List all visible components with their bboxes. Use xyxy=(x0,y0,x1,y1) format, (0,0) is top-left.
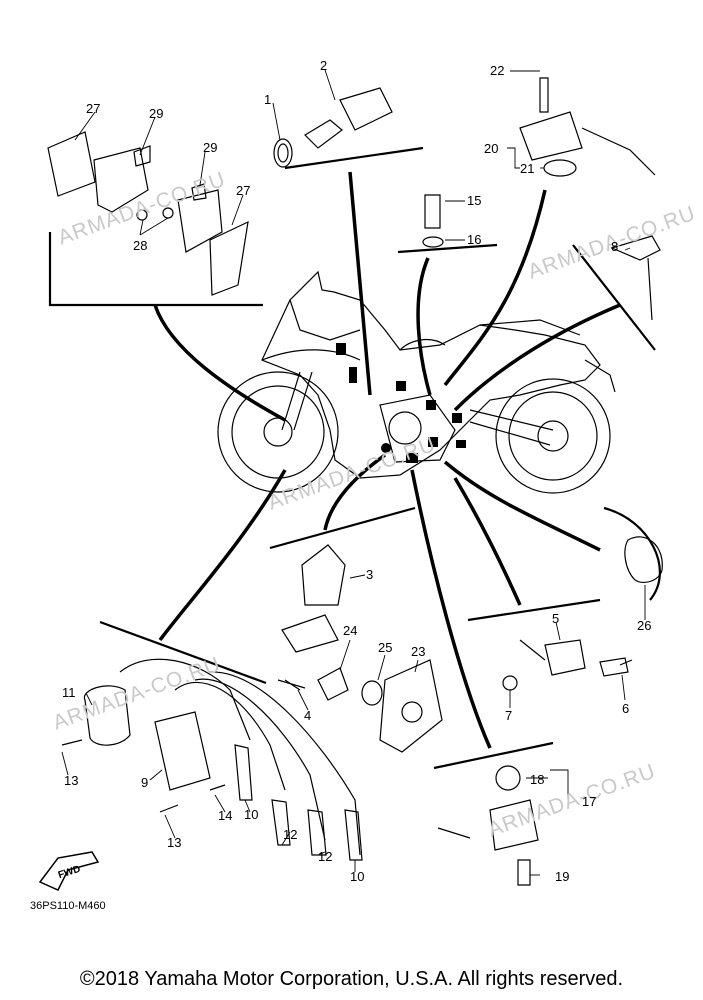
part-label-21: 21 xyxy=(520,161,535,176)
part-label-20: 20 xyxy=(484,141,499,156)
part-label-11: 11 xyxy=(62,685,76,700)
part-label-29b: 29 xyxy=(203,140,218,155)
diagram-code: 36PS110-M460 xyxy=(30,900,106,912)
part-label-12b: 12 xyxy=(318,849,333,864)
part-label-9: 9 xyxy=(141,775,149,790)
stator-parts xyxy=(277,659,443,753)
clip-part xyxy=(624,536,663,583)
part-label-22: 22 xyxy=(490,63,505,78)
part-label-17: 17 xyxy=(582,794,597,809)
rectifier-part xyxy=(281,544,346,653)
part-label-5: 5 xyxy=(552,611,560,626)
part-label-19: 19 xyxy=(555,869,570,884)
part-label-2: 2 xyxy=(320,58,328,73)
fuel-pump-part xyxy=(437,765,539,886)
part-label-28: 28 xyxy=(133,238,148,253)
part-label-8: 8 xyxy=(611,239,619,254)
part-label-24: 24 xyxy=(343,623,358,638)
part-label-23: 23 xyxy=(411,644,426,659)
part-label-10b: 10 xyxy=(350,869,365,884)
part-label-29a: 29 xyxy=(149,106,164,121)
motorcycle-outline xyxy=(217,270,616,494)
neutral-switch-part xyxy=(422,194,444,248)
connector-markers xyxy=(336,343,466,463)
callout-lines xyxy=(61,69,646,876)
part-label-1: 1 xyxy=(264,92,272,107)
part-label-25: 25 xyxy=(378,640,393,655)
part-label-13a: 13 xyxy=(64,773,79,788)
part-label-7: 7 xyxy=(505,708,513,723)
part-label-27a: 27 xyxy=(86,101,101,116)
screw-parts xyxy=(61,659,633,813)
part-label-27b: 27 xyxy=(236,183,251,198)
oxygen-sensor-part xyxy=(610,235,661,321)
temperature-sensor-part xyxy=(273,87,393,168)
part-label-14: 14 xyxy=(218,808,233,823)
fwd-arrow-icon xyxy=(38,851,100,891)
part-label-15: 15 xyxy=(467,193,482,208)
part-label-4: 4 xyxy=(304,708,312,723)
part-label-18: 18 xyxy=(530,772,545,787)
part-label-13b: 13 xyxy=(167,835,182,850)
part-label-10a: 10 xyxy=(244,807,259,822)
part-label-12a: 12 xyxy=(283,827,298,842)
leader-lines xyxy=(153,171,621,749)
part-label-16: 16 xyxy=(467,232,482,247)
ignition-coil-parts xyxy=(83,658,363,861)
speed-sensor-part xyxy=(502,639,629,691)
part-label-6: 6 xyxy=(622,701,630,716)
crank-sensor-part xyxy=(519,77,656,177)
copyright-notice: ©2018 Yamaha Motor Corporation, U.S.A. A… xyxy=(79,968,624,990)
group-borders xyxy=(48,146,661,770)
part-label-3: 3 xyxy=(366,567,374,582)
part-label-26: 26 xyxy=(637,618,652,633)
